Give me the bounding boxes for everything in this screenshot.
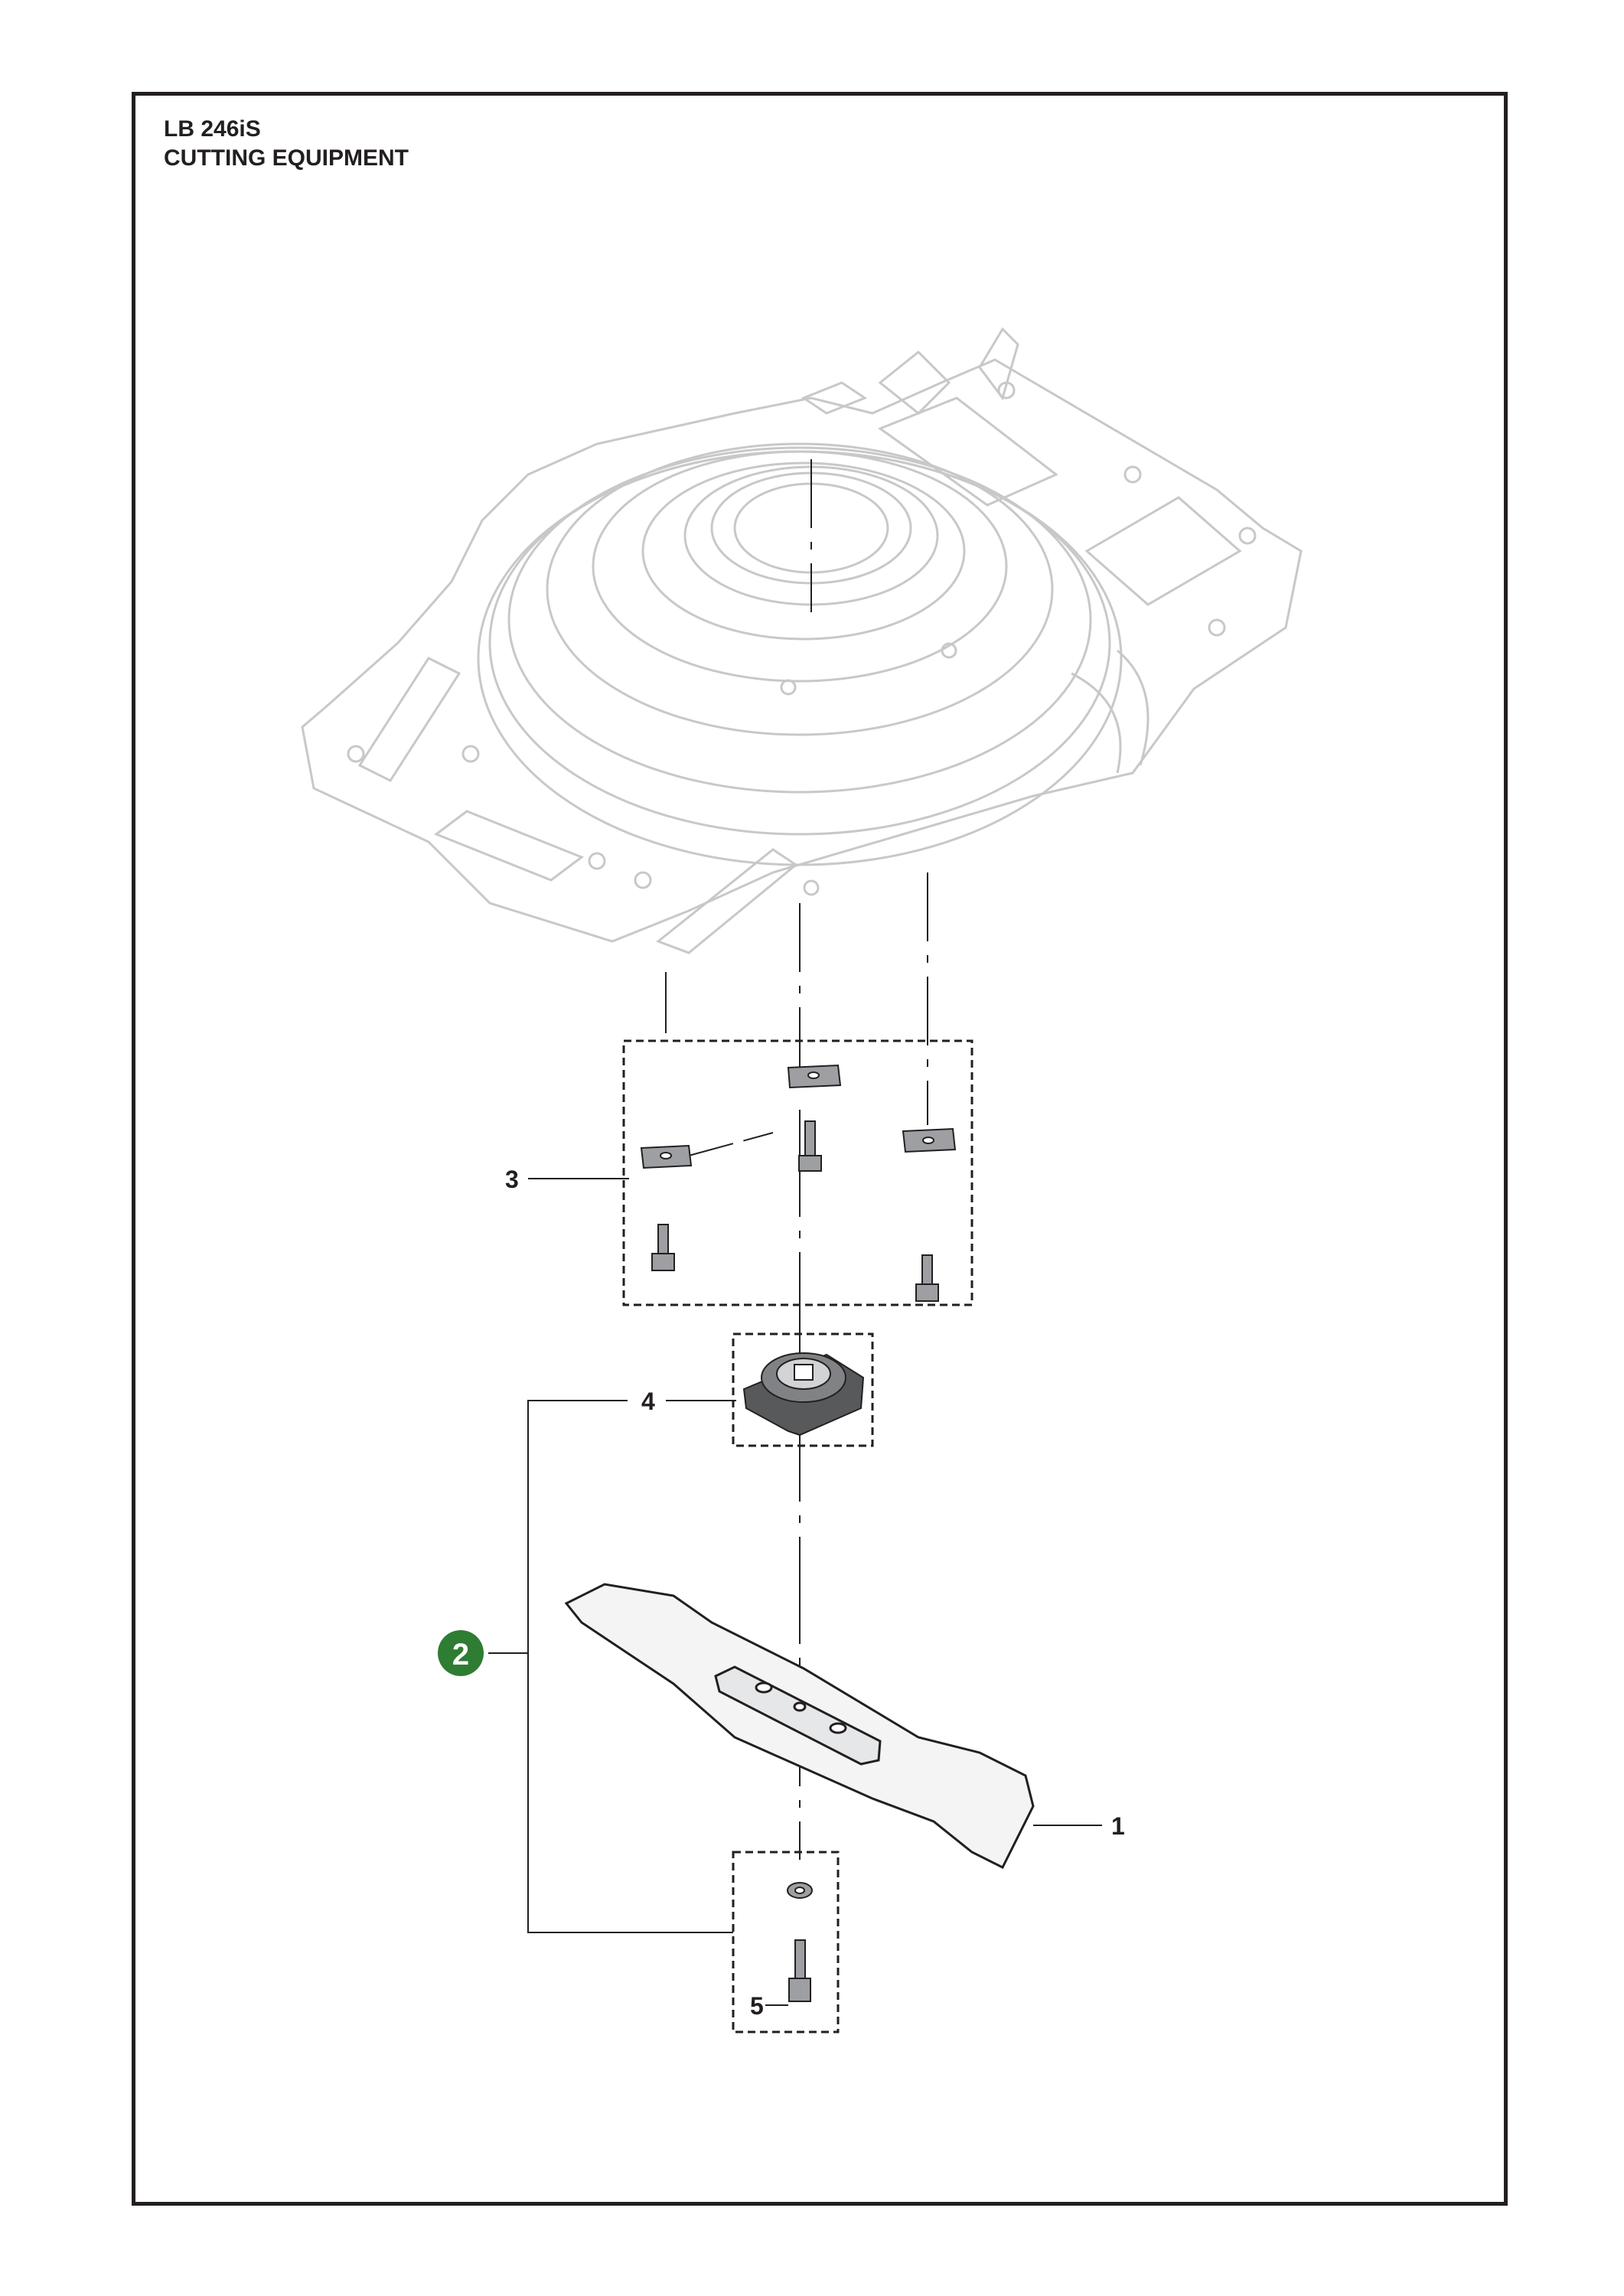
model-label: LB 246iS (164, 116, 261, 142)
callout-4: 4 (641, 1388, 655, 1415)
callout-5: 5 (750, 1992, 764, 2020)
badge-circle-icon (438, 1630, 484, 1676)
callout-2-badge: 2 (438, 1630, 484, 1676)
part-5-washer-bolt (787, 1882, 813, 2002)
group-box-5 (732, 1851, 840, 2033)
page-frame (132, 92, 1508, 2206)
page-title: LB 246iS CUTTING EQUIPMENT (164, 115, 409, 173)
group-box-3 (622, 1039, 973, 1306)
callout-3: 3 (505, 1166, 519, 1193)
part-1-blade (564, 1583, 1035, 1870)
leader-lines (488, 1178, 1102, 2006)
part-4-blade-hub (742, 1352, 865, 1437)
section-label: CUTTING EQUIPMENT (164, 145, 409, 171)
part-3-plates-bolts (640, 1064, 957, 1302)
group-boxes (622, 1039, 973, 2033)
callout-1: 1 (1111, 1812, 1125, 1840)
callout-2: 2 (452, 1638, 469, 1671)
group-box-4 (732, 1332, 874, 1447)
mower-deck-ghost (301, 327, 1303, 954)
